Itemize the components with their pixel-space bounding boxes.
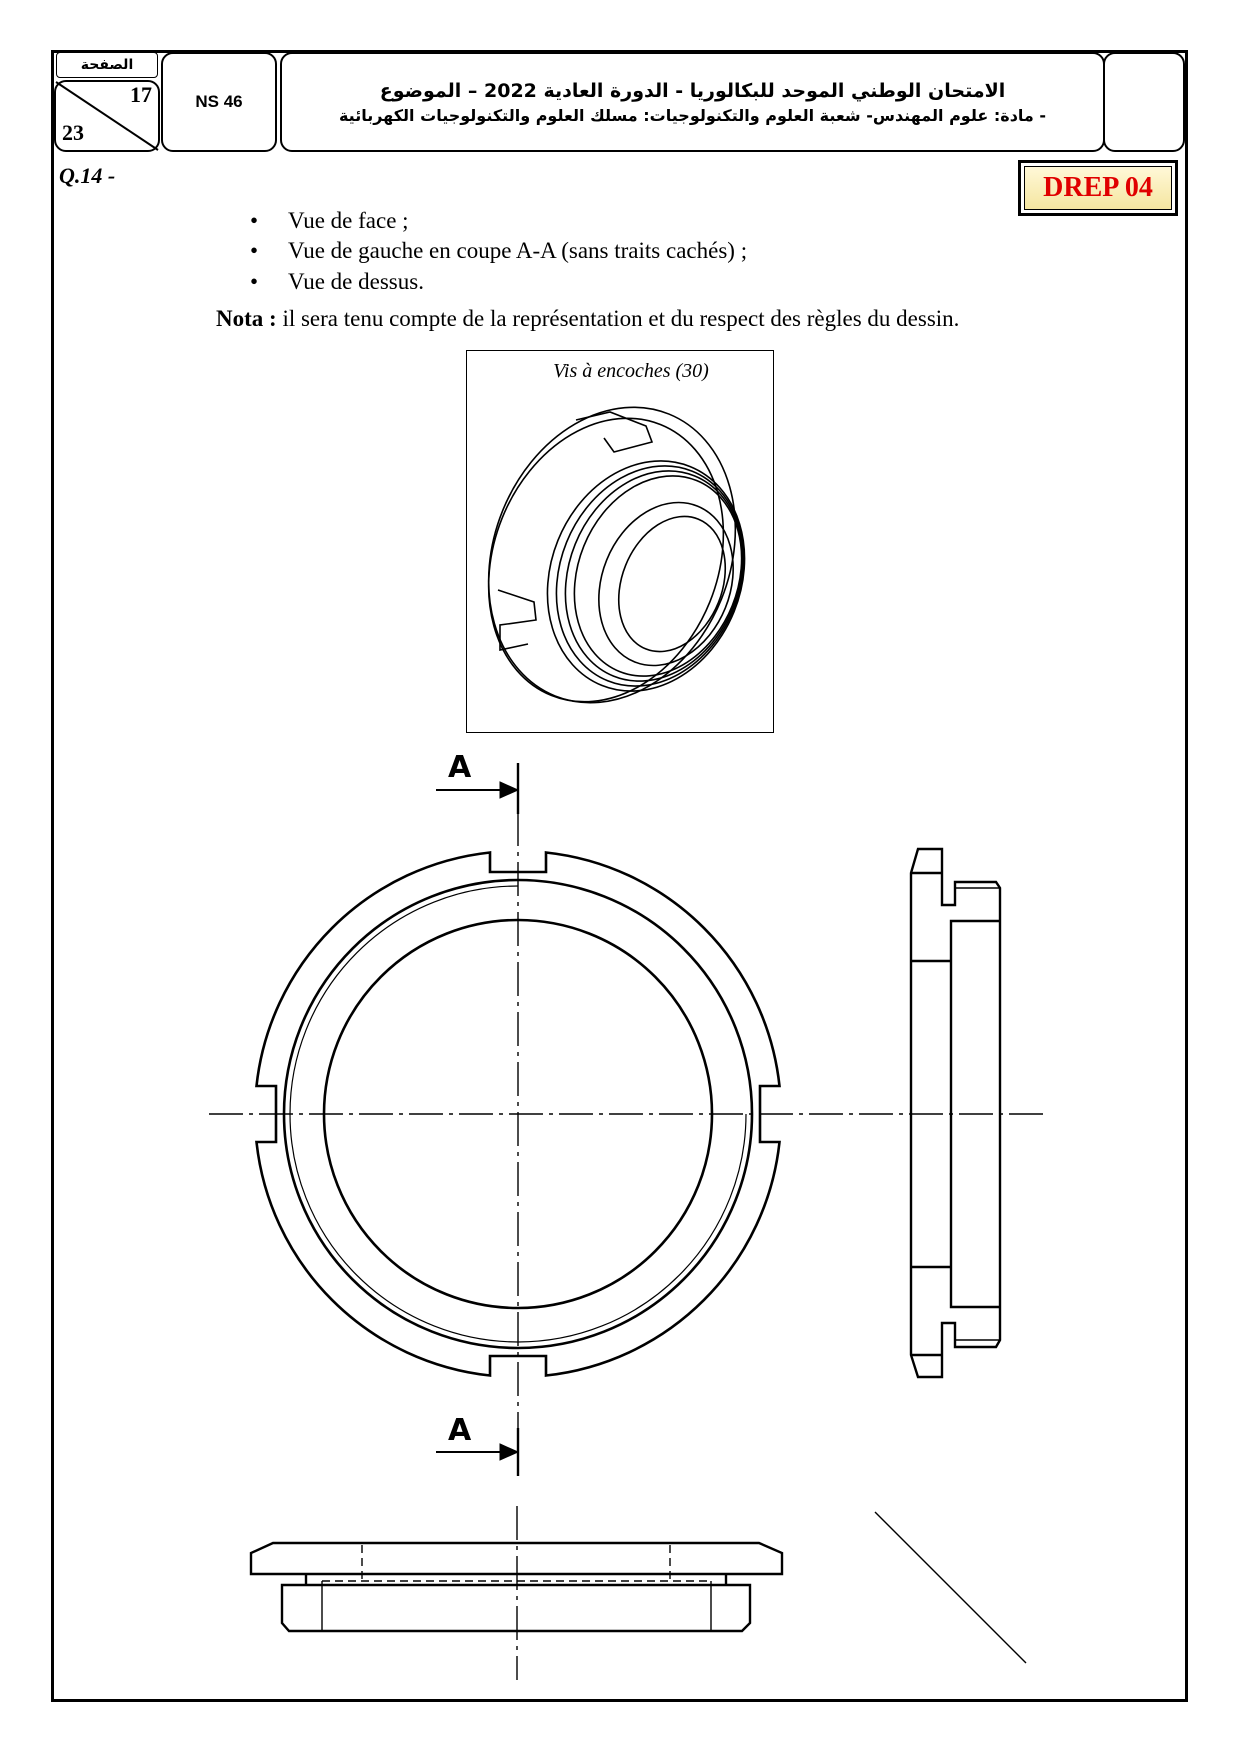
exam-title: الامتحان الوطني الموحد للبكالوريا - الدو…	[379, 79, 1006, 102]
bullet-item: • Vue de gauche en coupe A-A (sans traits…	[250, 238, 747, 264]
top-view	[249, 1541, 784, 1633]
isometric-nut	[487, 406, 746, 704]
doc-ref-text: DREP 04	[1024, 166, 1172, 210]
exam-title-box: الامتحان الوطني الموحد للبكالوريا - الدو…	[280, 52, 1105, 152]
thread-root-arc	[289, 885, 747, 1343]
section-markers	[436, 763, 520, 1476]
image-caption: Vis à encoches (30)	[553, 360, 709, 382]
diagonal-divider	[55, 81, 159, 151]
page-number-box: 17 23	[54, 80, 160, 152]
bullet-dot: •	[250, 238, 259, 263]
bullet-item: • Vue de face ;	[250, 208, 409, 234]
question-number: Q.14 -	[59, 163, 116, 188]
section-label-bottom: A	[448, 1413, 472, 1448]
outer-contour-with-slots	[255, 851, 781, 1377]
page-frame	[51, 50, 1188, 1702]
section-label-top: A	[448, 750, 472, 785]
axis-lines	[209, 812, 1045, 1680]
miter-line	[874, 1511, 1027, 1664]
nota: Nota : il sera tenu compte de la représe…	[216, 306, 959, 332]
bullet-dot: •	[250, 269, 259, 294]
isometric-image-frame	[466, 350, 774, 733]
bullet-item: • Vue de dessus.	[250, 269, 424, 295]
bullet-text: Vue de dessus.	[288, 269, 424, 294]
bullet-text: Vue de gauche en coupe A-A (sans traits …	[288, 238, 748, 263]
doc-ref-badge: DREP 04	[1018, 160, 1178, 216]
page-current: 17	[130, 82, 152, 107]
exam-code: NS 46	[161, 52, 277, 152]
nota-text: il sera tenu compte de la représentation…	[276, 306, 960, 331]
page-label: الصفحة	[56, 52, 158, 78]
blank-box	[1103, 52, 1185, 152]
page-total: 23	[62, 120, 84, 145]
bullet-text: Vue de face ;	[288, 208, 409, 233]
side-view	[909, 847, 1002, 1379]
bullet-dot: •	[250, 208, 259, 233]
exam-subject: - مادة: علوم المهندس- شعبة العلوم والتكن…	[338, 105, 1047, 125]
nota-label: Nota :	[216, 306, 277, 331]
